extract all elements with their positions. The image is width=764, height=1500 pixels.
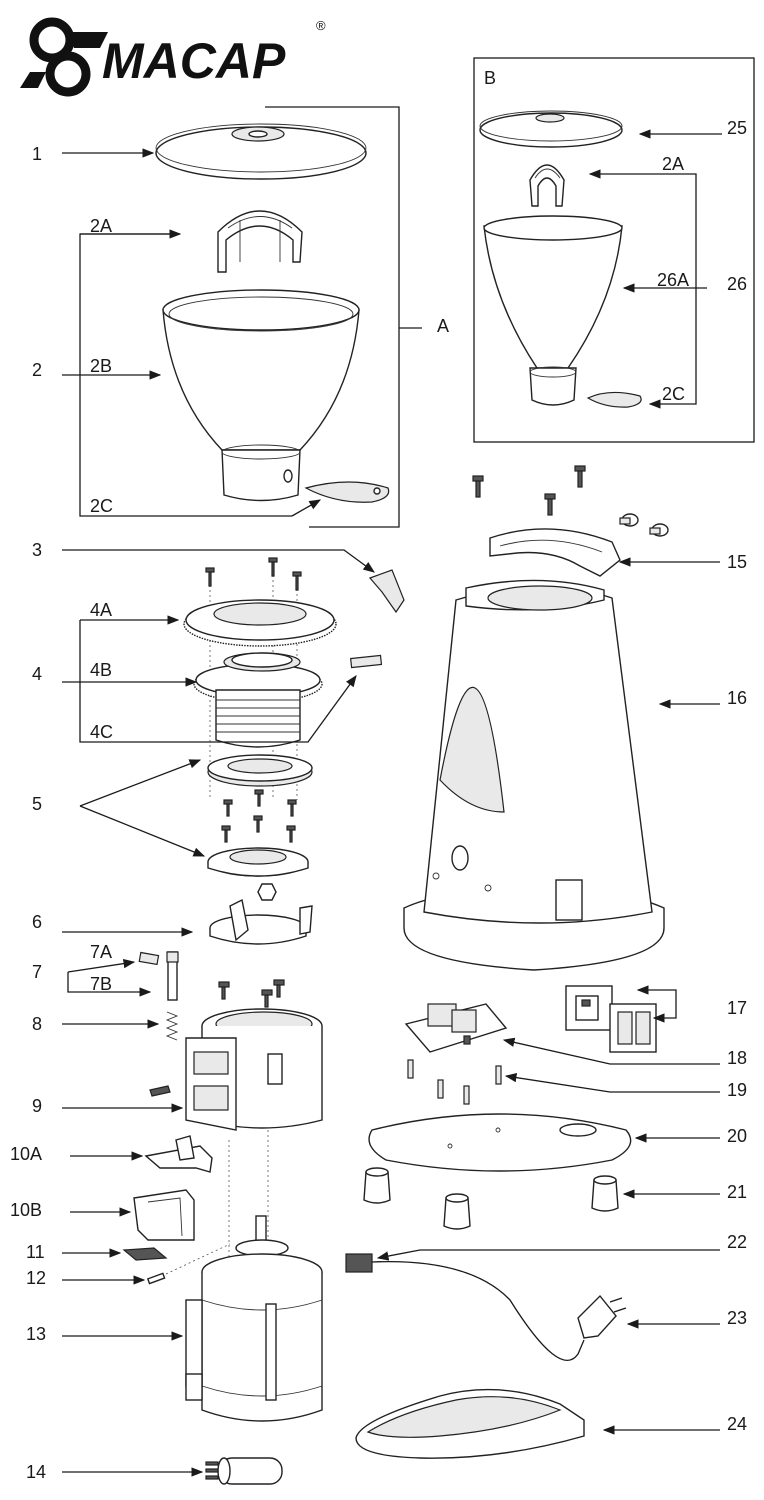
- label-4: 4: [32, 664, 42, 684]
- label-9: 9: [32, 1096, 42, 1116]
- part-9-grinding-chamber: [149, 979, 323, 1131]
- label-21: 21: [727, 1182, 747, 1202]
- part-4c-set-screw: [350, 654, 383, 669]
- label-1: 1: [32, 144, 42, 164]
- part-2c-flap: [304, 481, 390, 503]
- label-4b: 4B: [90, 660, 112, 680]
- label-15: 15: [727, 552, 747, 572]
- logo-emblem: [20, 17, 108, 97]
- label-24: 24: [727, 1414, 747, 1434]
- part-1-hopper-lid: [155, 123, 367, 180]
- brand-name: MACAP: [102, 33, 286, 89]
- part-5-burrs: [207, 754, 313, 877]
- part-16-grinder-body: [403, 579, 665, 971]
- part-11-pad: [122, 1247, 168, 1261]
- part-18-circuit-board: [404, 1003, 508, 1053]
- part-19-standoffs: [407, 1059, 502, 1105]
- part-10b-bracket: [133, 1189, 195, 1241]
- part-13-motor: [185, 1130, 323, 1422]
- label-b-2c: 2C: [662, 384, 685, 404]
- label-a: A: [437, 316, 449, 336]
- part-12-key: [146, 1243, 231, 1285]
- label-8: 8: [32, 1014, 42, 1034]
- label-17: 17: [727, 998, 747, 1018]
- label-5: 5: [32, 794, 42, 814]
- part-21-feet: [363, 1167, 619, 1230]
- part-22-23-power-cord: [345, 1253, 627, 1361]
- label-b-26a: 26A: [657, 270, 689, 290]
- inset-box-b: [473, 57, 755, 443]
- part-15-top-bracket: [472, 465, 669, 577]
- label-10a: 10A: [10, 1144, 42, 1164]
- registered-mark: ®: [316, 18, 326, 33]
- part-2a-cage: [217, 210, 303, 273]
- label-2b: 2B: [90, 356, 112, 376]
- label-2: 2: [32, 360, 42, 380]
- label-11: 11: [26, 1242, 45, 1262]
- leader-lines: [62, 148, 720, 1477]
- part-6-burr-holder: [209, 883, 313, 945]
- label-12: 12: [26, 1268, 46, 1288]
- macap-logo: MACAP ®: [20, 17, 326, 97]
- label-b: B: [484, 68, 496, 88]
- part-2-hopper: [162, 289, 360, 502]
- part-b-2a-cage: [529, 164, 565, 207]
- label-16: 16: [727, 688, 747, 708]
- part-24-drip-tray: [355, 1388, 585, 1459]
- part-26-hopper: [483, 215, 623, 406]
- label-2a: 2A: [90, 216, 112, 236]
- label-26: 26: [727, 274, 747, 294]
- label-7: 7: [32, 962, 42, 982]
- part-10a-bracket: [144, 1135, 213, 1173]
- part-14-capacitor: [205, 1457, 283, 1485]
- label-3: 3: [32, 540, 42, 560]
- label-14: 14: [26, 1462, 46, 1482]
- label-18: 18: [727, 1048, 747, 1068]
- part-17-switches: [565, 985, 677, 1053]
- label-13: 13: [26, 1324, 46, 1344]
- label-19: 19: [727, 1080, 747, 1100]
- label-b-2a: 2A: [662, 154, 684, 174]
- label-6: 6: [32, 912, 42, 932]
- label-4c: 4C: [90, 722, 113, 742]
- part-7-pins: [138, 951, 179, 1001]
- part-labels: 1 2A 2 2B 2C A 3 4A 4 4B 4C 5 6 7A 7 7B …: [10, 68, 747, 1482]
- part-25-hopper-lid: [479, 110, 623, 148]
- part-b-2c-flap: [586, 391, 642, 408]
- part-4b-burr-carrier: [193, 652, 323, 748]
- label-7b: 7B: [90, 974, 112, 994]
- part-20-base-plate: [368, 1113, 632, 1172]
- label-2c: 2C: [90, 496, 113, 516]
- group-a-bracket: [265, 106, 422, 528]
- label-7a: 7A: [90, 942, 112, 962]
- label-22: 22: [727, 1232, 747, 1252]
- label-10b: 10B: [10, 1200, 42, 1220]
- part-3-adjust-lever: [368, 569, 405, 614]
- label-25: 25: [727, 118, 747, 138]
- label-20: 20: [727, 1126, 747, 1146]
- label-23: 23: [727, 1308, 747, 1328]
- part-8-spring: [165, 1011, 179, 1041]
- label-4a: 4A: [90, 600, 112, 620]
